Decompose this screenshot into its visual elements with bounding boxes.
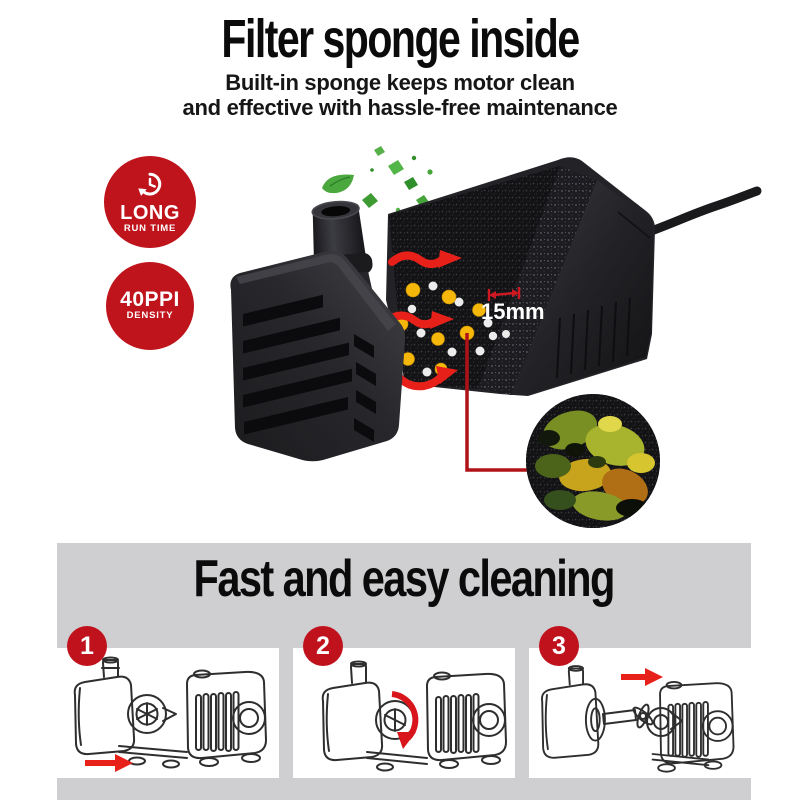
step-1-number-badge: 1 <box>67 626 107 666</box>
pump-body <box>386 157 655 396</box>
page-title: Filter sponge inside <box>221 9 580 69</box>
pump-product-illustration: 15mm <box>230 146 762 528</box>
header: Filter sponge inside Built-in sponge kee… <box>0 10 800 120</box>
cover-vent-slots <box>243 294 376 442</box>
filter-sponge-face <box>389 166 560 389</box>
step-1-slide-cover-illustration <box>73 656 267 772</box>
cleaning-steps: 1 <box>57 626 751 778</box>
pull-impeller-arrow-icon <box>621 668 663 686</box>
cleaning-section: Fast and easy cleaning 1 <box>57 543 751 800</box>
density-badge: 40PPI DENSITY <box>106 262 194 350</box>
slide-apart-arrow-icon <box>85 754 133 772</box>
long-run-time-badge: LONG RUN TIME <box>104 156 196 248</box>
clock-cycle-icon <box>138 172 162 196</box>
inset-connector-line <box>465 333 530 472</box>
badge-long-label: LONG <box>120 201 180 224</box>
cleaning-step-3: 3 <box>529 626 751 778</box>
sponge-side-face <box>478 166 597 395</box>
rotate-cover-arrow-icon <box>391 691 419 749</box>
badge-ppi-label: 40PPI <box>120 288 180 311</box>
step-2-number-badge: 2 <box>303 626 343 666</box>
power-cable <box>641 186 762 238</box>
cleaning-title: Fast and easy cleaning <box>193 550 616 608</box>
step-3-remove-impeller-illustration <box>540 665 735 773</box>
measurement-15mm: 15mm <box>481 287 545 324</box>
floating-leaves <box>322 146 433 213</box>
subtitle-line-2: and effective with hassle-free maintenan… <box>182 95 618 120</box>
subtitle-line-1: Built-in sponge keeps motor clean <box>225 70 575 95</box>
cleaning-step-2: 2 <box>293 626 515 778</box>
subtitle: Built-in sponge keeps motor clean and ef… <box>0 70 800 120</box>
badge-long-sublabel: RUN TIME <box>123 222 177 234</box>
cleaning-step-1: 1 <box>57 626 279 778</box>
step-2-rotate-cover-illustration <box>321 660 507 772</box>
sponge-zoom-inset <box>526 394 660 528</box>
front-cover <box>230 250 406 462</box>
step-3-number-badge: 3 <box>539 626 579 666</box>
badge-ppi-sublabel: DENSITY <box>126 310 174 321</box>
measurement-label: 15mm <box>481 299 545 324</box>
